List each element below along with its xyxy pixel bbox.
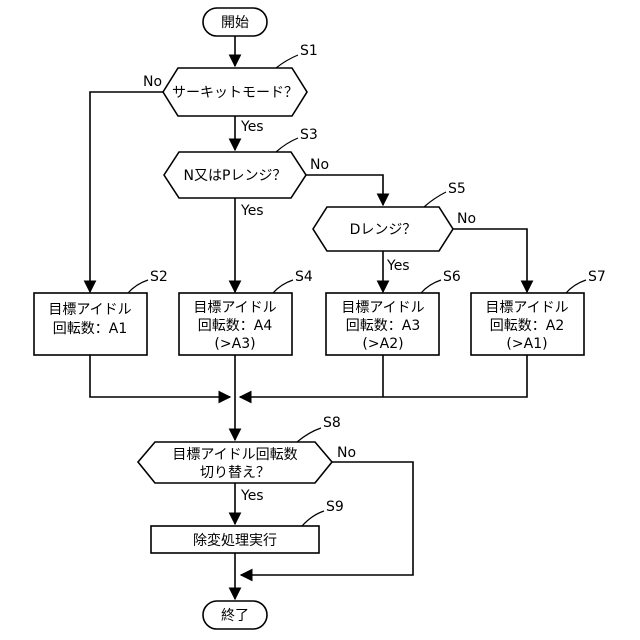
s6-line1: 目標アイドル	[341, 300, 424, 316]
s2-line1: 目標アイドル	[48, 302, 131, 318]
s3-step-label: S3	[300, 127, 318, 143]
s1-leader	[276, 55, 298, 68]
s4-line2: 回転数：A4	[198, 318, 273, 334]
connector-s3-no	[306, 175, 383, 205]
s7-line2: 回転数：A2	[490, 318, 564, 334]
s8-step-label: S8	[323, 415, 341, 431]
connector-s1-no	[90, 92, 163, 292]
s2-line2: 回転数：A1	[53, 321, 127, 337]
process-s9: 除変処理実行 S9	[151, 499, 344, 553]
s5-yes-label: Yes	[386, 258, 410, 274]
s3-leader	[276, 138, 298, 152]
s9-leader	[302, 511, 324, 526]
s7-line3: (>A1)	[506, 336, 547, 352]
s1-no-label: No	[143, 74, 162, 90]
decision-s3: N又はPレンジ？ S3	[164, 127, 318, 198]
s5-leader	[424, 192, 446, 207]
s5-no-label: No	[457, 211, 476, 227]
connector-s2-merge	[90, 355, 230, 397]
process-s7: 目標アイドル 回転数：A2 (>A1) S7	[471, 269, 606, 355]
s3-question: N又はPレンジ？	[184, 168, 287, 184]
s2-leader	[128, 280, 148, 293]
s4-line3: (>A3)	[214, 336, 255, 352]
s8-yes-label: Yes	[240, 488, 264, 504]
s5-step-label: S5	[448, 181, 466, 197]
s8-line2: 切り替え？	[200, 465, 270, 481]
s6-line2: 回転数：A3	[346, 318, 420, 334]
process-s4: 目標アイドル 回転数：A4 (>A3) S4	[179, 269, 313, 355]
s8-no-label: No	[337, 445, 356, 461]
s7-line1: 目標アイドル	[485, 300, 568, 316]
s4-step-label: S4	[295, 269, 313, 285]
s6-step-label: S6	[443, 269, 461, 285]
s9-step-label: S9	[326, 499, 344, 515]
s6-line3: (>A2)	[362, 336, 403, 352]
process-s6: 目標アイドル 回転数：A3 (>A2) S6	[326, 269, 461, 355]
s3-no-label: No	[310, 157, 329, 173]
s5-question: Dレンジ？	[350, 222, 417, 238]
s3-yes-label: Yes	[240, 203, 264, 219]
start-label: 開始	[221, 15, 249, 31]
s1-step-label: S1	[300, 43, 318, 59]
s9-label: 除変処理実行	[193, 532, 277, 549]
s1-question: サーキットモード？	[172, 85, 298, 101]
s7-step-label: S7	[588, 269, 606, 285]
start-terminal: 開始	[203, 8, 267, 36]
decision-s5: Dレンジ？ S5	[313, 181, 466, 251]
decision-s1: サーキットモード？ S1	[163, 43, 318, 116]
s4-line1: 目標アイドル	[193, 300, 276, 316]
s1-yes-label: Yes	[240, 119, 264, 135]
end-label: 終了	[221, 608, 249, 624]
decision-s8: 目標アイドル回転数 切り替え？ S8	[138, 415, 341, 483]
s7-leader	[566, 280, 586, 293]
process-s2: 目標アイドル 回転数：A1 S2	[34, 269, 168, 355]
s4-leader	[273, 280, 293, 293]
end-terminal: 終了	[203, 601, 267, 629]
s8-line1: 目標アイドル回転数	[172, 447, 297, 463]
s8-leader	[297, 428, 321, 442]
connector-s5-no	[453, 229, 527, 292]
s6-leader	[421, 280, 441, 293]
s2-step-label: S2	[150, 269, 168, 285]
